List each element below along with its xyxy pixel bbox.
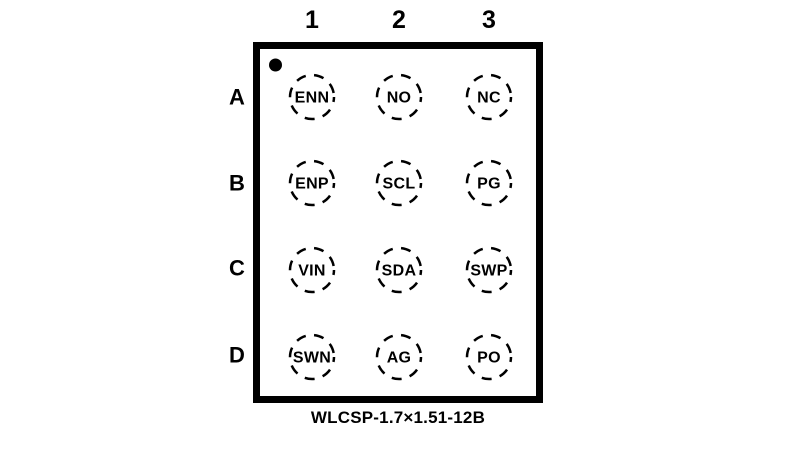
pin-label: PO: [477, 350, 501, 367]
pin-label: VIN: [298, 263, 326, 280]
pin-B2: SCL: [375, 159, 423, 207]
pin-pad-circle: [465, 159, 513, 207]
pin-pad-circle: [375, 159, 423, 207]
pin-label: ENP: [295, 176, 329, 193]
column-header-3: 3: [482, 6, 496, 34]
pin-C3: SWP: [465, 246, 513, 294]
pin-label: SWN: [293, 350, 331, 367]
row-header-C: C: [229, 256, 245, 281]
pin-pad-circle: [465, 333, 513, 381]
column-header-2: 2: [392, 6, 406, 34]
pin-label: SCL: [383, 176, 416, 193]
pin-C1: VIN: [288, 246, 336, 294]
pin-label: ENN: [295, 90, 330, 107]
package-caption: WLCSP-1.7×1.51-12B: [311, 408, 485, 427]
pin-label: NC: [477, 90, 501, 107]
pin-label: SDA: [382, 263, 417, 280]
pin-pad-circle: [465, 73, 513, 121]
row-header-A: A: [229, 85, 245, 110]
pin-pad-circle: [288, 246, 336, 294]
column-header-1: 1: [305, 6, 319, 34]
pin-A1: ENN: [288, 73, 336, 121]
pin-A2: NO: [375, 73, 423, 121]
pin-pad-circle: [375, 246, 423, 294]
pin-B1: ENP: [288, 159, 336, 207]
pin-D2: AG: [375, 333, 423, 381]
pin-pad-circle: [375, 73, 423, 121]
pin-D3: PO: [465, 333, 513, 381]
pin-D1: SWN: [288, 333, 336, 381]
row-header-D: D: [229, 343, 245, 368]
pin-label: PG: [477, 176, 501, 193]
pin-pad-circle: [375, 333, 423, 381]
pin-label: SWP: [470, 263, 507, 280]
pin-C2: SDA: [375, 246, 423, 294]
pin-A3: NC: [465, 73, 513, 121]
pin-pad-circle: [465, 246, 513, 294]
pin-label: NO: [387, 90, 412, 107]
row-header-B: B: [229, 171, 245, 196]
package-outline: [253, 42, 543, 403]
pin-B3: PG: [465, 159, 513, 207]
pin-pad-circle: [288, 159, 336, 207]
pin-pad-circle: [288, 73, 336, 121]
pin1-indicator-dot: [269, 58, 282, 72]
pin-label: AG: [387, 350, 412, 367]
pin-pad-circle: [288, 333, 336, 381]
